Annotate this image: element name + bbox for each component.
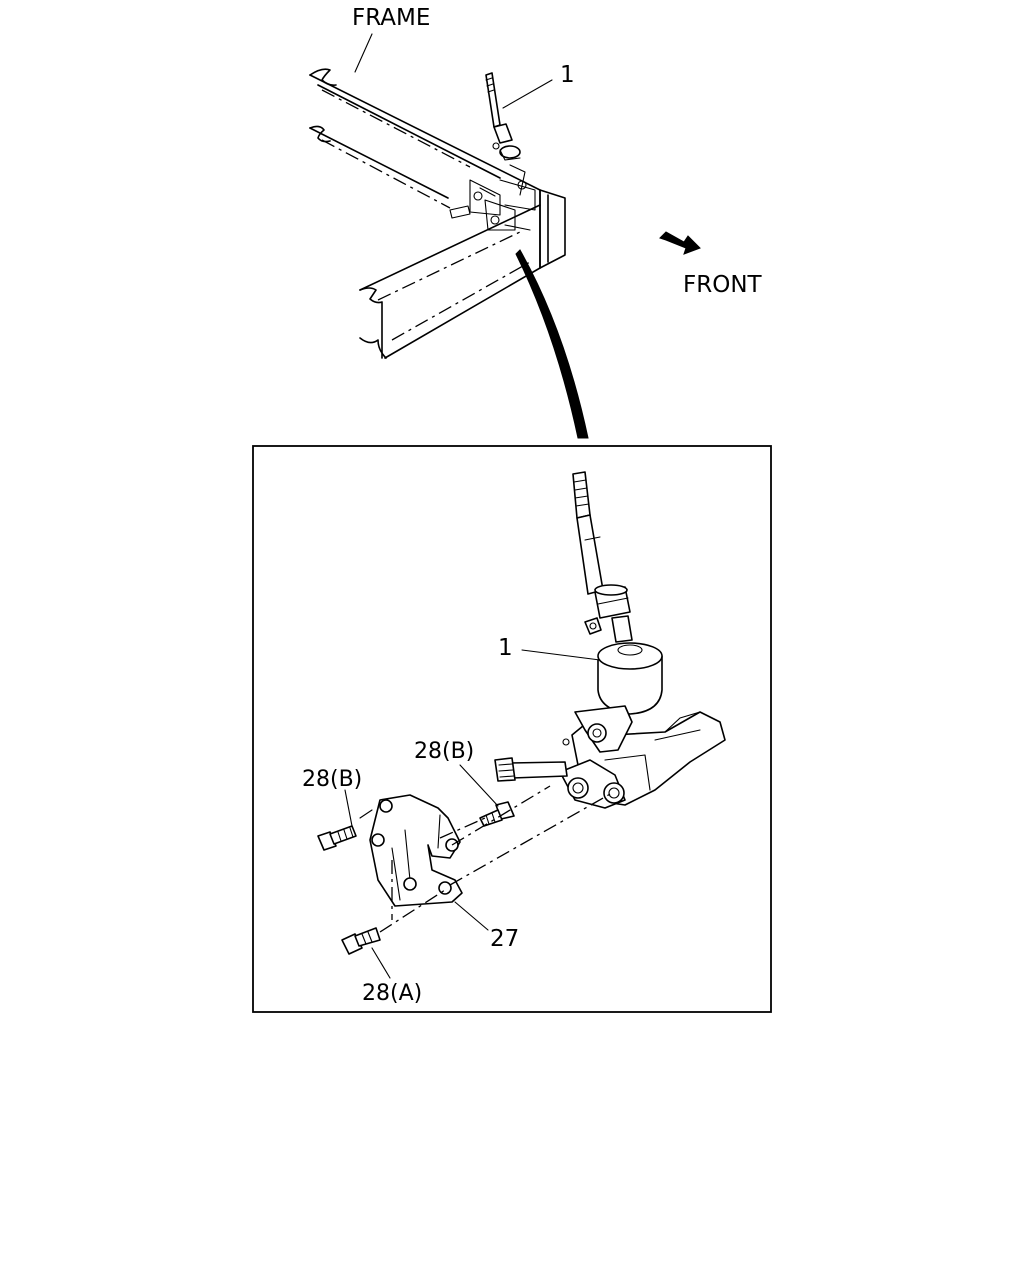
detail-frame (252, 445, 772, 1013)
part-1-detail-label: 1 (498, 635, 513, 661)
leader-part-28b-right (459, 764, 499, 807)
detail-callout-curve (515, 249, 589, 439)
part-1-overview-label: 1 (560, 62, 575, 88)
bolt-28a (341, 927, 381, 955)
bolt-28b-right (479, 801, 515, 827)
front-arrow-icon (659, 231, 701, 255)
part-27-label: 27 (490, 926, 519, 952)
guide-line-lower (449, 792, 613, 886)
guide-line-28a (379, 889, 446, 933)
leader-part-28b-left (344, 789, 353, 827)
leader-part-28a (371, 947, 391, 979)
frame-label: FRAME (352, 5, 430, 31)
frame-overview (309, 33, 566, 359)
part-28a-label: 28(A) (362, 981, 422, 1006)
guide-line-upper (451, 785, 551, 846)
steering-unit-detail (494, 471, 726, 809)
part-28b-right-label: 28(B) (414, 739, 474, 764)
guide-line-28b-right (439, 817, 486, 839)
leader-part-27 (454, 901, 489, 931)
bracket-27 (369, 794, 463, 907)
part-28b-left-label: 28(B) (302, 767, 362, 792)
bolt-28b-left (317, 809, 373, 851)
leader-part-1 (521, 649, 601, 661)
front-label: FRONT (683, 272, 763, 298)
